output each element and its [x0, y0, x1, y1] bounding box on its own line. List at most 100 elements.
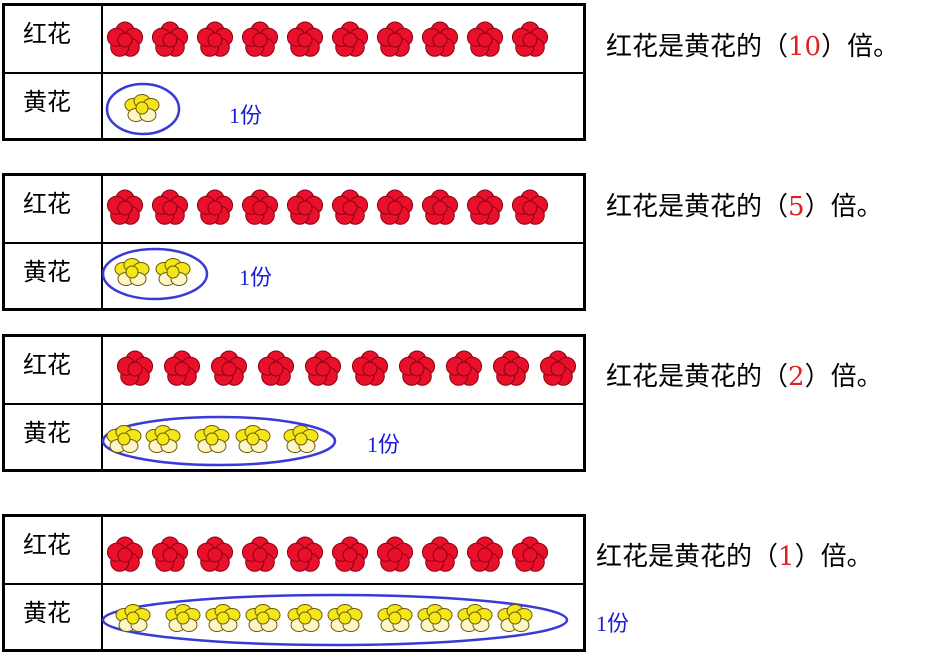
panel-1: 红花 黄花 1份 — [2, 3, 586, 141]
red-flower — [106, 189, 144, 225]
yellow-flower — [165, 604, 201, 632]
row-divider — [5, 403, 583, 405]
yellow-flower — [194, 425, 230, 453]
red-flower — [331, 536, 369, 572]
red-flower — [331, 21, 369, 57]
red-flower — [151, 189, 189, 225]
sentence-prefix: 红花是黄花的（ — [606, 32, 789, 62]
portion-ellipse — [101, 247, 209, 301]
answer-3: 2 — [788, 362, 805, 392]
portion-ellipse — [101, 415, 337, 467]
red-flower — [376, 189, 414, 225]
yellow-flower — [283, 425, 319, 453]
yellow-flower — [114, 258, 150, 286]
red-flower — [466, 21, 504, 57]
yellow-flower — [235, 425, 271, 453]
red-flowers-row — [116, 350, 577, 386]
red-flower — [286, 536, 324, 572]
yellow-flower — [287, 604, 323, 632]
red-flower-label: 红花 — [23, 190, 71, 218]
portion-label: 1份 — [239, 265, 273, 290]
sentence-prefix: 红花是黄花的（ — [596, 542, 779, 572]
sentence-prefix: 红花是黄花的（ — [606, 192, 789, 222]
yellow-flower — [115, 604, 151, 632]
sentence-prefix: 红花是黄花的（ — [606, 362, 789, 392]
red-flower — [257, 350, 295, 386]
yellow-flower — [377, 604, 413, 632]
red-flower — [421, 189, 459, 225]
yellow-flower — [457, 604, 493, 632]
red-flowers-row — [106, 189, 549, 225]
red-flower — [286, 189, 324, 225]
red-flower — [376, 536, 414, 572]
red-flower — [151, 21, 189, 57]
yellow-flower — [124, 94, 160, 122]
panel-4: 红花 黄花 — [2, 514, 586, 652]
yellow-flower-label: 黄花 — [23, 419, 71, 447]
red-flower — [331, 189, 369, 225]
yellow-flower — [417, 604, 453, 632]
yellow-flower — [145, 425, 181, 453]
yellow-flower-label: 黄花 — [23, 88, 71, 116]
red-flowers-row — [106, 536, 549, 572]
answer-4: 1 — [778, 542, 795, 572]
yellow-flowers-row — [115, 604, 533, 632]
sentence-suffix: ）倍。 — [804, 362, 883, 392]
answer-1: 10 — [788, 32, 822, 62]
sentence-1: 红花是黄花的（10）倍。 — [606, 26, 899, 63]
red-flowers-row — [106, 21, 549, 57]
red-flower — [351, 350, 389, 386]
red-flower — [241, 536, 279, 572]
portion-label: 1份 — [367, 432, 401, 457]
sentence-suffix: ）倍。 — [794, 542, 873, 572]
sentence-3: 红花是黄花的（2）倍。 — [606, 356, 883, 393]
yellow-flower — [497, 604, 533, 632]
yellow-flower-label: 黄花 — [23, 258, 71, 286]
red-flower — [116, 350, 154, 386]
yellow-flower-label: 黄花 — [23, 599, 71, 627]
red-flower — [511, 189, 549, 225]
panel-2: 红花 黄花 1份 — [2, 173, 586, 311]
red-flower — [421, 21, 459, 57]
red-flower — [196, 536, 234, 572]
red-flower — [466, 536, 504, 572]
row-divider — [5, 72, 583, 74]
red-flower — [210, 350, 248, 386]
red-flower — [151, 536, 189, 572]
red-flower — [106, 536, 144, 572]
red-flower — [398, 350, 436, 386]
red-flower — [511, 536, 549, 572]
panel-3: 红花 黄花 1份 — [2, 334, 586, 472]
yellow-flowers-row — [114, 258, 191, 286]
red-flower-label: 红花 — [23, 531, 71, 559]
red-flower — [106, 21, 144, 57]
portion-ellipse — [105, 82, 181, 136]
portion-label: 1份 — [596, 611, 630, 636]
sentence-suffix: ）倍。 — [821, 32, 900, 62]
yellow-flower — [205, 604, 241, 632]
answer-2: 5 — [788, 192, 805, 222]
sentence-4: 红花是黄花的（1）倍。 — [596, 536, 873, 573]
red-flower — [241, 189, 279, 225]
red-flower-label: 红花 — [23, 351, 71, 379]
red-flower — [511, 21, 549, 57]
yellow-flowers-row — [124, 94, 160, 122]
red-flower — [241, 21, 279, 57]
red-flower — [466, 189, 504, 225]
yellow-flowers-row — [106, 425, 319, 453]
red-flower — [196, 21, 234, 57]
red-flower — [286, 21, 324, 57]
red-flower — [163, 350, 201, 386]
red-flower — [421, 536, 459, 572]
yellow-flower — [106, 425, 142, 453]
yellow-flower — [245, 604, 281, 632]
red-flower — [196, 189, 234, 225]
portion-ellipse — [101, 593, 569, 647]
yellow-flower — [327, 604, 363, 632]
red-flower — [445, 350, 483, 386]
row-divider — [5, 583, 583, 585]
sentence-suffix: ）倍。 — [804, 192, 883, 222]
yellow-flower — [155, 258, 191, 286]
red-flower — [304, 350, 342, 386]
red-flower — [492, 350, 530, 386]
